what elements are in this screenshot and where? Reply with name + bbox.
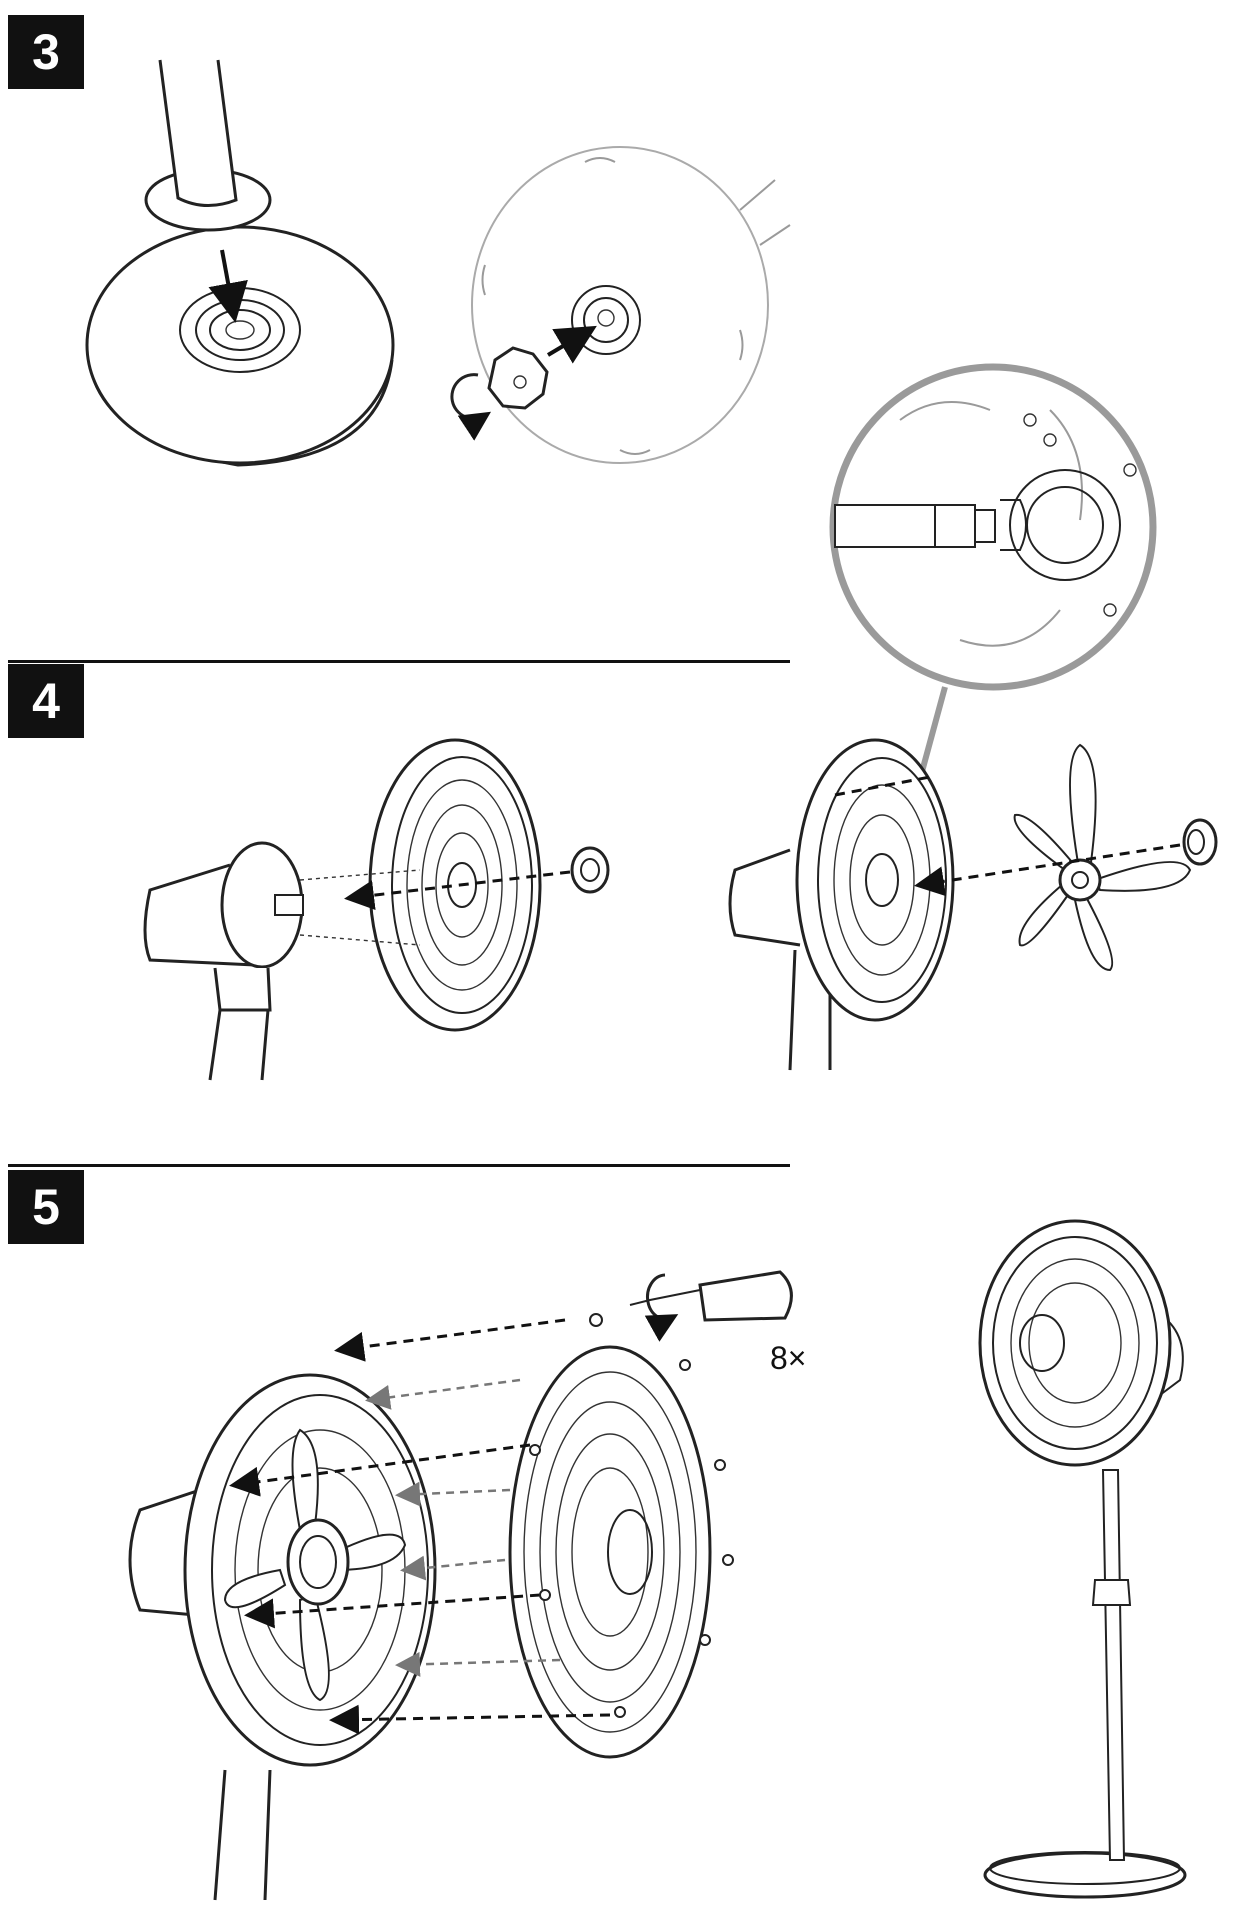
fan-base-illustration (85, 59, 395, 467)
step-5-divider (8, 1164, 790, 1167)
fan-blade-illustration (1013, 743, 1192, 972)
base-underside-illustration (450, 146, 791, 464)
front-grill-illustration (508, 1345, 712, 1759)
grill-arrows (229, 1318, 611, 1735)
step4-assembly-arrow-left (344, 870, 571, 911)
step-4-badge: 4 (8, 664, 84, 738)
blade-lock-zoom-callout (829, 363, 1157, 861)
fan-head-with-blade (128, 1373, 437, 1901)
step-5-badge: 5 (8, 1170, 84, 1244)
blade-cap-right (1182, 818, 1218, 866)
step-4-divider (8, 660, 790, 663)
pole-insert-arrow (208, 249, 248, 323)
grill-nut-left (570, 846, 610, 894)
step-3-badge: 3 (8, 15, 84, 89)
motor-housing-right (728, 848, 832, 1071)
assembled-fan-illustration (978, 1219, 1187, 1899)
screw-icons (529, 1313, 734, 1718)
mounted-rear-grill (795, 738, 955, 1022)
screw-quantity-label: 8× (770, 1340, 807, 1376)
rear-grill-illustration (368, 738, 542, 1032)
screwdriver-icon (629, 1270, 793, 1342)
motor-housing-left (143, 841, 304, 1081)
step4-assembly-arrow-right (914, 843, 1181, 897)
